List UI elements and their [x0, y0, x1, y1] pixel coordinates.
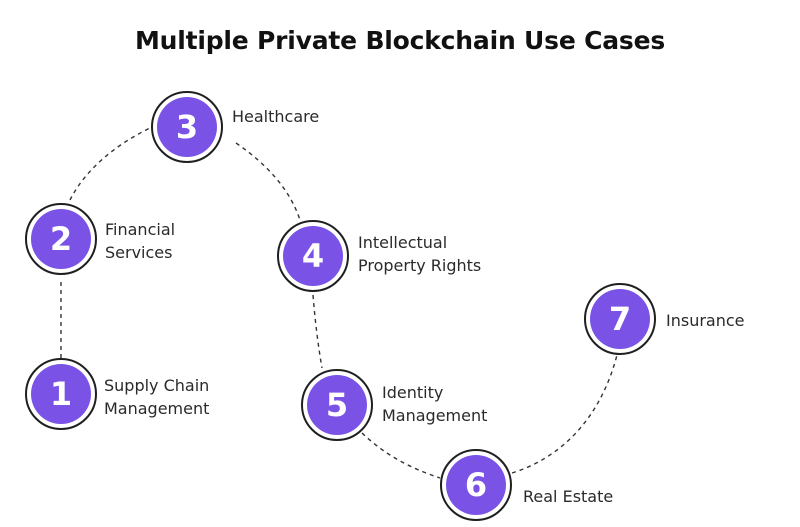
connector-4-5 — [312, 294, 323, 369]
page-title: Multiple Private Blockchain Use Cases — [134, 26, 666, 55]
step-2-label-line-1: Financial — [105, 220, 176, 239]
step-4-label: Intellectual Property Rights — [358, 231, 481, 277]
step-4-number: 4 — [283, 226, 343, 286]
connector-2-3 — [69, 127, 151, 201]
step-2-number: 2 — [31, 209, 91, 269]
connector-5-6 — [361, 432, 441, 479]
step-5-label-line-2: Management — [382, 406, 488, 425]
step-3-label-line-1: Healthcare — [232, 107, 320, 126]
step-3-number: 3 — [157, 97, 217, 157]
step-7-label-line-1: Insurance — [666, 311, 745, 330]
step-5-badge: 5 — [301, 369, 373, 441]
step-1-number: 1 — [31, 364, 91, 424]
step-7-label: Insurance — [666, 309, 745, 332]
step-2-label-line-2: Services — [105, 243, 173, 262]
step-5-number: 5 — [307, 375, 367, 435]
step-7-number: 7 — [590, 289, 650, 349]
step-7-badge: 7 — [584, 283, 656, 355]
step-6-badge: 6 — [440, 449, 512, 521]
step-4-label-line-1: Intellectual — [358, 233, 448, 252]
connector-3-4 — [235, 142, 301, 221]
step-4-label-line-2: Property Rights — [358, 256, 482, 275]
step-5-label-line-1: Identity — [382, 383, 444, 402]
step-6-number: 6 — [446, 455, 506, 515]
step-6-label-line-1: Real Estate — [523, 487, 614, 506]
step-4-badge: 4 — [277, 220, 349, 292]
step-5-label: Identity Management — [382, 381, 487, 427]
step-1-badge: 1 — [25, 358, 97, 430]
step-2-label: Financial Services — [105, 218, 175, 264]
step-1-label: Supply Chain Management — [104, 374, 209, 420]
step-6-label: Real Estate — [523, 485, 613, 508]
step-1-label-line-1: Supply Chain — [104, 376, 210, 395]
connector-6-7 — [511, 354, 618, 474]
step-3-badge: 3 — [151, 91, 223, 163]
step-2-badge: 2 — [25, 203, 97, 275]
step-3-label: Healthcare — [232, 105, 319, 128]
step-1-label-line-2: Management — [104, 399, 210, 418]
